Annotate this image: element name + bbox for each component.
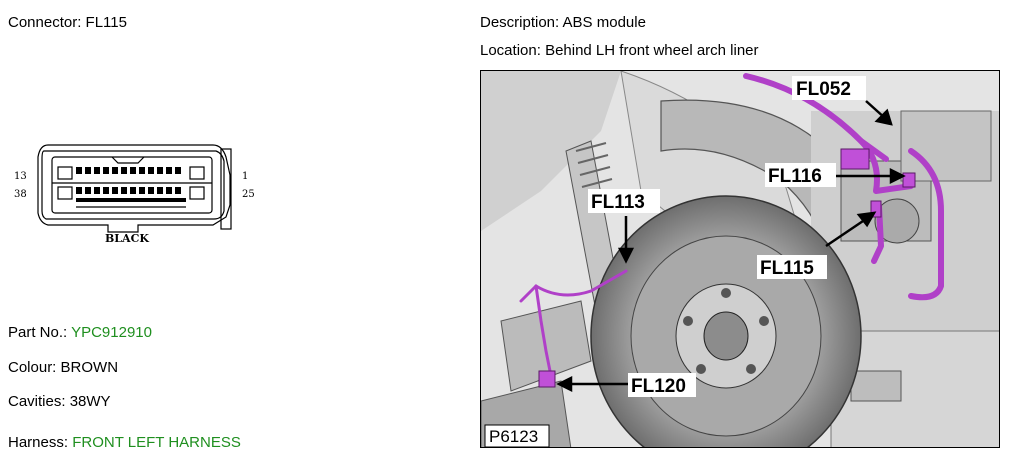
harness-row: Harness: FRONT LEFT HARNESS [8,434,241,452]
part-number-link[interactable]: YPC912910 [71,324,152,341]
connector-diagram: 13 38 1 25 BLACK [14,144,255,245]
colour-label: Colour: [8,359,57,376]
colour-value: BROWN [60,359,119,376]
location-label: Location: [480,42,541,59]
part-number-label: Part No.: [8,324,68,341]
harness-link[interactable]: FRONT LEFT HARNESS [72,434,241,451]
photo-id-label: P6123 [489,427,538,446]
pin-label-bottom-right: 25 [242,189,255,200]
callout-fl116: FL116 [768,166,822,187]
harness-label: Harness: [8,434,69,451]
colour-row: Colour: BROWN [8,359,118,377]
location-illustration: FL052 FL116 FL113 FL115 FL120 P6123 [480,70,1000,448]
part-number-row: Part No.: YPC912910 [8,324,152,342]
description-label: Description: [480,14,560,31]
cavities-value: 38WY [69,393,111,410]
connector-heading-label: Connector: [8,14,82,31]
callout-fl115: FL115 [760,258,814,279]
callout-fl052: FL052 [796,79,851,100]
pin-label-bottom-left: 38 [14,189,27,200]
location-value: Behind LH front wheel arch liner [545,42,759,59]
cavities-label: Cavities: [8,393,66,410]
callout-fl120: FL120 [631,376,686,397]
pin-label-top-right: 1 [242,171,248,182]
pin-label-top-left: 13 [14,171,27,182]
connector-id: FL115 [85,14,127,31]
connector-color-label: BLACK [105,232,149,245]
description-row: Description: ABS module [480,14,646,32]
callout-fl113: FL113 [591,192,645,213]
cavities-row: Cavities: 38WY [8,393,111,411]
connector-heading: Connector: FL115 [8,14,127,32]
description-value: ABS module [562,14,646,31]
location-row: Location: Behind LH front wheel arch lin… [480,42,759,60]
